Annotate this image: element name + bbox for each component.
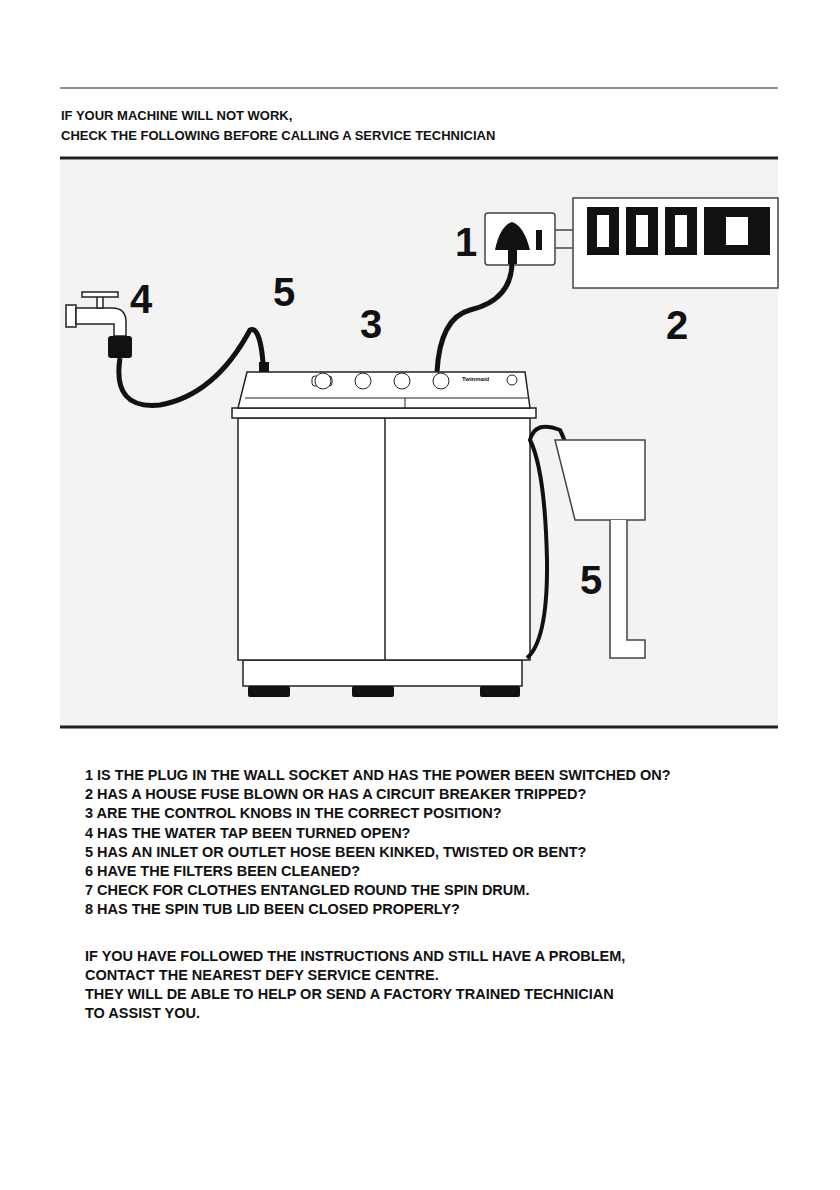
footer-note: THEY WILL DE ABLE TO HELP OR SEND A FACT… — [85, 987, 614, 1002]
page-title: IF YOUR MACHINE WILL NOT WORK, — [61, 109, 292, 122]
page-subtitle: CHECK THE FOLLOWING BEFORE CALLING A SER… — [61, 129, 495, 142]
checklist-item: 4 HAS THE WATER TAP BEEN TURNED OPEN? — [85, 826, 410, 841]
callout-number: 5 — [273, 272, 295, 312]
footer-note: IF YOU HAVE FOLLOWED THE INSTRUCTIONS AN… — [85, 949, 625, 964]
callout-number: 5 — [580, 560, 602, 600]
checklist-item: 3 ARE THE CONTROL KNOBS IN THE CORRECT P… — [85, 806, 502, 821]
checklist-item: 1 IS THE PLUG IN THE WALL SOCKET AND HAS… — [85, 768, 671, 783]
checklist-item: 5 HAS AN INLET OR OUTLET HOSE BEEN KINKE… — [85, 845, 586, 860]
callout-number: 2 — [666, 305, 688, 345]
checklist-item: 2 HAS A HOUSE FUSE BLOWN OR HAS A CIRCUI… — [85, 787, 586, 802]
checklist-item: 8 HAS THE SPIN TUB LID BEEN CLOSED PROPE… — [85, 902, 460, 917]
brand-label: Twinmaid — [462, 376, 489, 382]
callout-number: 4 — [130, 279, 152, 319]
checklist-item: 6 HAVE THE FILTERS BEEN CLEANED? — [85, 864, 360, 879]
callout-number: 3 — [360, 304, 382, 344]
callout-number: 1 — [455, 222, 477, 262]
footer-note: TO ASSIST YOU. — [85, 1006, 200, 1021]
checklist-item: 7 CHECK FOR CLOTHES ENTANGLED ROUND THE … — [85, 883, 529, 898]
footer-note: CONTACT THE NEAREST DEFY SERVICE CENTRE. — [85, 968, 439, 983]
